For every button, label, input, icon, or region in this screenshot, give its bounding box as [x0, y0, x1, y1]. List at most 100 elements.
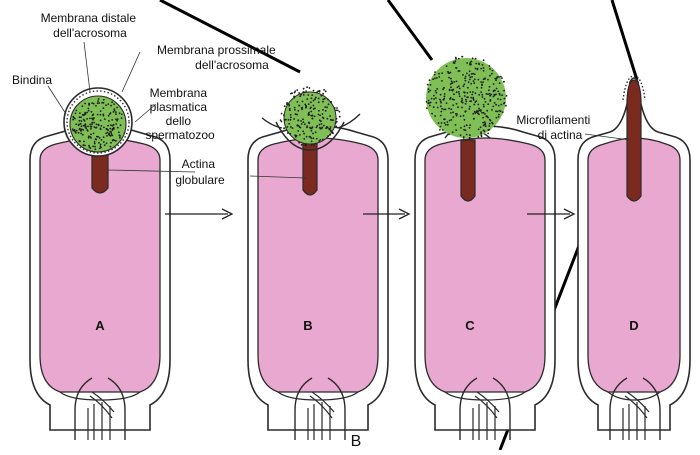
stipple-dot: [448, 107, 450, 110]
stipple-dot: [425, 107, 428, 109]
stipple-dot: [288, 103, 290, 106]
stipple-dot: [102, 113, 105, 116]
stipple-dot: [308, 87, 311, 89]
stipple-dot: [300, 107, 303, 110]
stipple-dot: [472, 80, 475, 82]
stipple-dot: [455, 66, 457, 69]
stipple-dot: [467, 81, 470, 83]
stipple-dot: [78, 119, 81, 122]
stipple-dot: [454, 113, 457, 115]
stipple-dot: [468, 108, 471, 110]
stipple-dot: [116, 119, 118, 122]
stipple-dot: [336, 109, 339, 112]
stipple-dot: [79, 112, 81, 114]
stipple-dot: [488, 65, 491, 67]
stipple-dot: [439, 128, 441, 131]
stipple-dot: [448, 76, 450, 79]
stipple-dot: [480, 67, 483, 70]
stipple-dot: [487, 93, 489, 95]
stipple-dot: [301, 100, 304, 103]
stipple-dot: [293, 106, 296, 109]
stipple-dot: [446, 123, 449, 126]
nucleus: [587, 137, 681, 393]
stipple-dot: [304, 144, 307, 147]
stipple-dot: [114, 111, 117, 113]
stage-label-a: A: [95, 318, 105, 333]
sperm-cell-c: C: [414, 55, 556, 440]
stipple-dot: [451, 89, 454, 92]
stipple-dot: [458, 70, 461, 72]
stipple-dot: [305, 90, 307, 92]
stipple-dot: [470, 96, 473, 99]
stipple-dot: [489, 119, 492, 122]
stipple-dot: [471, 93, 474, 96]
stipple-dot: [75, 109, 78, 112]
stipple-dot: [481, 96, 484, 98]
stipple-dot: [113, 109, 116, 112]
stipple-dot: [458, 93, 461, 95]
stipple-dot: [468, 63, 471, 65]
stipple-dot: [452, 116, 455, 118]
stipple-dot: [323, 88, 325, 91]
stipple-dot: [487, 132, 489, 135]
stipple-dot: [457, 57, 460, 60]
stipple-dot: [316, 125, 319, 127]
stipple-dot: [454, 124, 457, 126]
actin-microfilament-process: [626, 79, 642, 202]
stipple-dot: [451, 98, 454, 101]
stipple-dot: [108, 113, 111, 115]
stipple-dot: [298, 126, 301, 128]
stipple-dot: [436, 88, 439, 90]
stipple-dot: [488, 92, 491, 95]
stipple-dot: [429, 89, 432, 92]
arrow-a-to-b: [165, 208, 234, 220]
stipple-dot: [491, 122, 494, 125]
stipple-dot: [303, 132, 305, 135]
stipple-dot: [78, 116, 81, 119]
actin-stalk: [302, 131, 318, 196]
stipple-dot: [497, 90, 500, 93]
stipple-dot: [452, 111, 454, 114]
label-proximal-membrane: Membrana prossimale dell'acrosoma: [157, 43, 279, 72]
stipple-dot: [461, 55, 463, 58]
stipple-dot: [71, 128, 74, 131]
stipple-dot: [448, 89, 451, 92]
stipple-dot: [479, 110, 482, 112]
stipple-dot: [84, 126, 87, 128]
stipple-dot: [482, 69, 485, 72]
stipple-dot: [77, 131, 80, 134]
stipple-dot: [111, 127, 114, 130]
stipple-dot: [98, 137, 101, 139]
stipple-dot: [93, 142, 96, 145]
bindin-granules: [279, 86, 341, 147]
stipple-dot: [82, 124, 85, 127]
stipple-dot: [92, 118, 94, 121]
stipple-dot: [438, 76, 441, 78]
stipple-dot: [485, 115, 488, 118]
stipple-dot: [480, 134, 483, 137]
stipple-dot: [298, 92, 300, 94]
stipple-dot: [107, 103, 110, 105]
stipple-dot: [338, 115, 341, 118]
stipple-dot: [311, 126, 314, 129]
stipple-dot: [99, 110, 102, 112]
stipple-dot: [102, 98, 105, 101]
stipple-dot: [322, 117, 325, 120]
stipple-dot: [75, 123, 78, 126]
stipple-dot: [78, 123, 80, 126]
stipple-dot: [309, 135, 312, 138]
stipple-dot: [464, 98, 467, 101]
stipple-dot: [462, 74, 464, 76]
stipple-dot: [470, 82, 473, 85]
stipple-dot: [312, 104, 315, 107]
stipple-dot: [462, 137, 465, 139]
stipple-dot: [473, 82, 476, 84]
stipple-dot: [72, 118, 74, 121]
stipple-dot: [433, 73, 436, 76]
stipple-dot: [464, 77, 466, 80]
stipple-dot: [450, 112, 452, 114]
stipple-dot: [294, 135, 297, 138]
stipple-dot: [93, 141, 96, 143]
stipple-dot: [482, 105, 485, 108]
